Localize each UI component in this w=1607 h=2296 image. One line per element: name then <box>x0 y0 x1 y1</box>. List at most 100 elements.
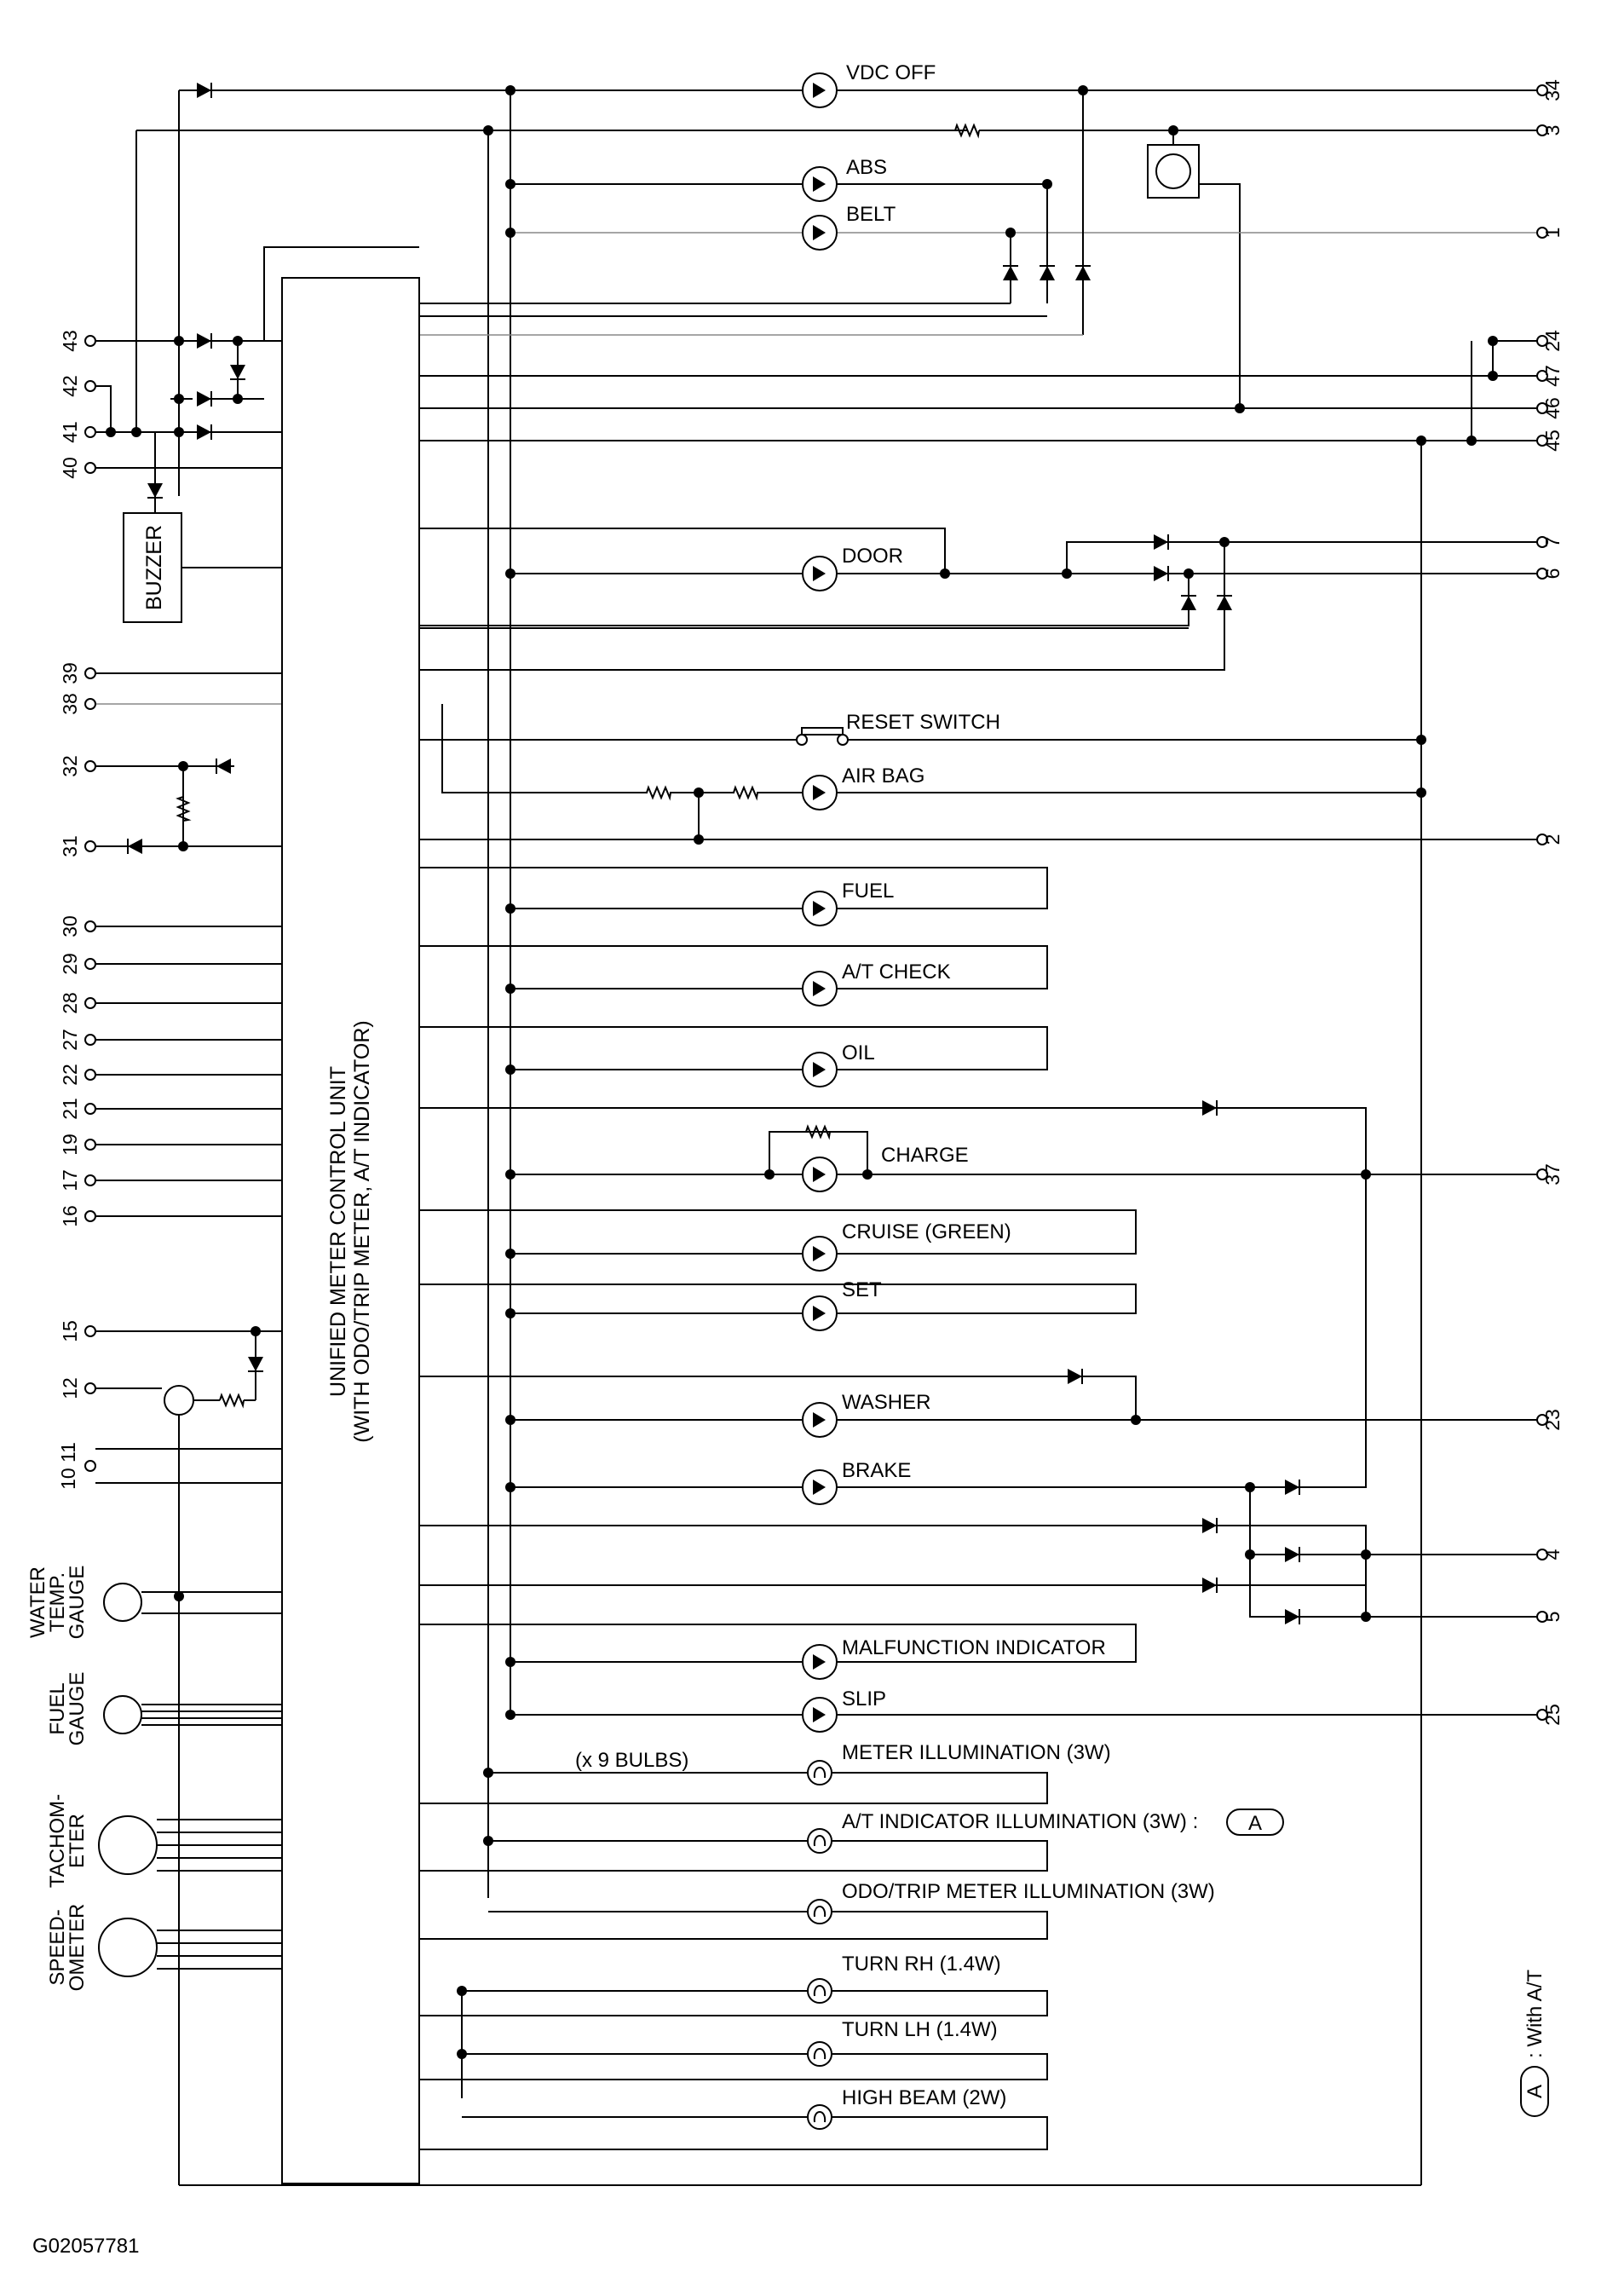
unit-label-line-2: (WITH ODO/TRIP METER, A/T INDICATOR) <box>350 1020 374 1442</box>
terminal <box>1536 402 1548 414</box>
junction-dot <box>131 427 141 437</box>
illumination-bulb <box>807 2041 832 2067</box>
meter-control-unit <box>281 277 420 2184</box>
wire <box>1066 541 1537 574</box>
junction-dot <box>505 1169 516 1180</box>
wire <box>419 1911 1048 1940</box>
junction-dot <box>1361 1549 1371 1560</box>
diode <box>1068 1369 1082 1384</box>
terminal <box>1536 1168 1548 1180</box>
diode <box>128 839 142 854</box>
terminal <box>84 1139 96 1151</box>
lamp-diode <box>813 1062 826 1077</box>
right-pin-label: 7 <box>1541 537 1564 548</box>
junction-dot <box>505 568 516 579</box>
right-pin-label: 1 <box>1541 228 1564 239</box>
right-pin-label: 25 <box>1541 1704 1564 1726</box>
wire <box>263 246 419 278</box>
terminal <box>84 920 96 932</box>
junction-dot <box>1184 568 1194 579</box>
left-pin-label: 21 <box>59 1098 81 1120</box>
label-washer: WASHER <box>842 1391 930 1414</box>
label-odo-illumination: ODO/TRIP METER ILLUMINATION (3W) <box>842 1880 1215 1903</box>
terminal <box>84 335 96 347</box>
junction-dot <box>178 761 188 771</box>
terminal <box>84 1174 96 1186</box>
wire <box>419 542 1225 671</box>
left-pin-label: 30 <box>59 915 81 937</box>
left-pin-label: 28 <box>59 992 81 1014</box>
diode <box>197 333 211 349</box>
right-pin-label: 24 <box>1541 330 1564 352</box>
right-pin-label: 23 <box>1541 1409 1564 1431</box>
legend-badge-letter: A <box>1523 2085 1547 2098</box>
illumination-bulb <box>807 1828 832 1854</box>
terminal <box>796 734 808 746</box>
terminal <box>1536 124 1548 136</box>
label-at-indicator-illumination: A/T INDICATOR ILLUMINATION (3W) : <box>842 1810 1198 1833</box>
wire <box>419 2053 1048 2080</box>
wire <box>419 1284 1137 1314</box>
tachometer: TACHOM- ETER <box>46 1794 89 1888</box>
junction-dot <box>1361 1612 1371 1622</box>
diode <box>1075 266 1091 280</box>
junction-dot <box>505 228 516 238</box>
diode <box>1003 266 1018 280</box>
illumination-bulb <box>807 1978 832 2004</box>
resistor <box>733 785 758 801</box>
terminal <box>1536 1709 1548 1721</box>
wire <box>419 1772 1048 1804</box>
left-pin-label: 22 <box>59 1064 81 1086</box>
terminal <box>84 1210 96 1222</box>
diode <box>216 759 231 774</box>
resistor <box>805 1124 831 1140</box>
lamp-diode <box>813 1654 826 1670</box>
junction-dot <box>174 336 184 346</box>
fuel-gauge-label-2: GAUGE <box>66 1672 89 1746</box>
junction-dot <box>174 394 184 404</box>
right-pin-label: 6 <box>1541 568 1564 580</box>
junction-dot <box>1245 1482 1255 1492</box>
terminal <box>1536 84 1548 96</box>
legend-badge <box>1520 2066 1549 2117</box>
resistor <box>219 1393 245 1409</box>
wire <box>419 528 946 574</box>
terminal <box>84 1382 96 1394</box>
diode <box>1202 1100 1217 1116</box>
label-high-beam: HIGH BEAM (2W) <box>842 2086 1006 2109</box>
wire <box>419 1209 1137 1255</box>
left-pin-label: 40 <box>59 457 81 479</box>
junction-dot <box>457 1986 467 1996</box>
wire <box>95 385 112 432</box>
junction-dot <box>178 841 188 851</box>
wire <box>419 1026 1048 1070</box>
wire <box>441 704 648 793</box>
right-pin-label: 5 <box>1541 1612 1564 1623</box>
fuel-gauge-label-1: FUEL <box>46 1682 69 1734</box>
label-malfunction: MALFUNCTION INDICATOR <box>842 1636 1106 1659</box>
label-turn-lh: TURN LH (1.4W) <box>842 2018 998 2041</box>
left-pin-label: 38 <box>59 693 81 715</box>
water-temp-label-3: GAUGE <box>66 1566 89 1640</box>
terminal <box>1536 1611 1548 1623</box>
bulb-filament <box>813 2111 827 2123</box>
right-pin-label: 46 <box>1541 397 1564 419</box>
diode <box>1040 266 1055 280</box>
terminal <box>84 426 96 438</box>
bulb-filament <box>813 1985 827 1997</box>
gauge-dial <box>98 1815 158 1875</box>
junction-dot <box>505 1482 516 1492</box>
diode <box>230 365 245 379</box>
terminal <box>1536 370 1548 382</box>
terminal <box>1536 834 1548 845</box>
water-temp-label-2: TEMP. <box>46 1572 69 1632</box>
label-abs: ABS <box>846 156 887 179</box>
terminal <box>84 1069 96 1081</box>
wire <box>1492 341 1537 377</box>
left-pin-label: 43 <box>59 330 81 352</box>
left-pin-label: 29 <box>59 953 81 975</box>
transistor <box>164 1385 194 1416</box>
bulb-filament <box>813 2048 827 2060</box>
terminal <box>84 667 96 679</box>
terminal <box>1536 568 1548 580</box>
